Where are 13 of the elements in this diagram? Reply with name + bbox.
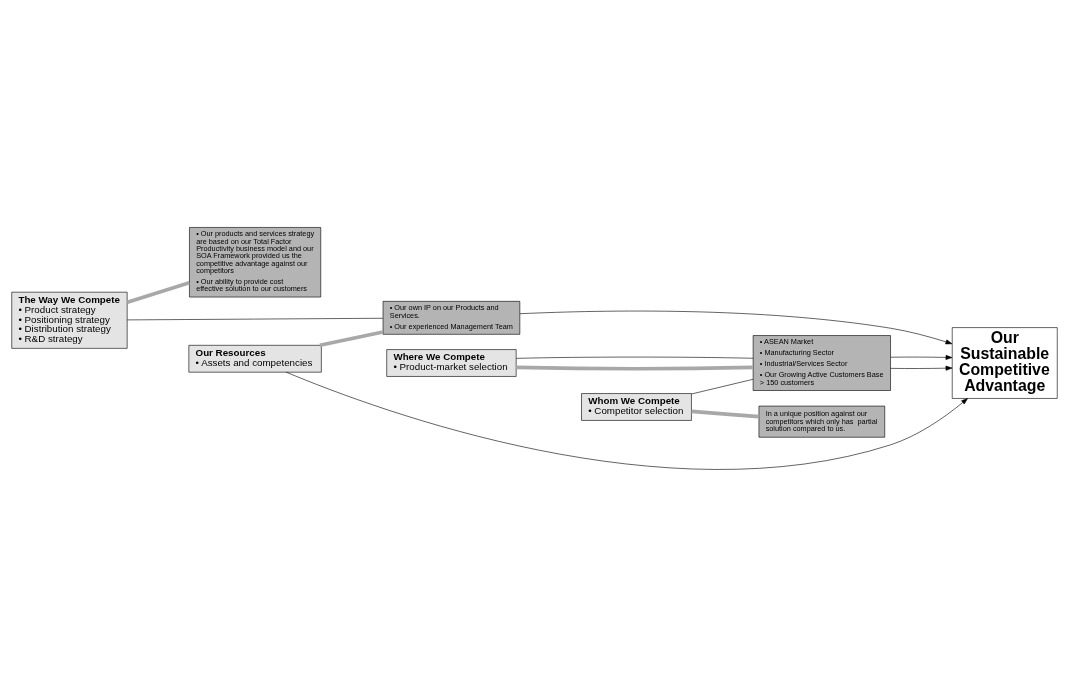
node-box: Where We Compete • Product-market selection [386,349,517,377]
node-box: Our Sustainable Competitive Advantage [951,327,1058,399]
arrow [890,354,953,360]
connector [319,330,384,348]
node-box: Our Resources • Assets and competencies [188,345,322,373]
connector [516,365,754,371]
arrow [519,310,953,345]
connector [126,281,190,304]
node-box: The Way We Compete • Product strategy • Positioning strategy • Distribution strategy • R&D strategy [11,291,128,349]
node-box: Whom We Compete • Competitor selection [581,393,692,421]
arrow [286,371,968,470]
arrow [890,365,953,371]
connector [691,409,759,419]
